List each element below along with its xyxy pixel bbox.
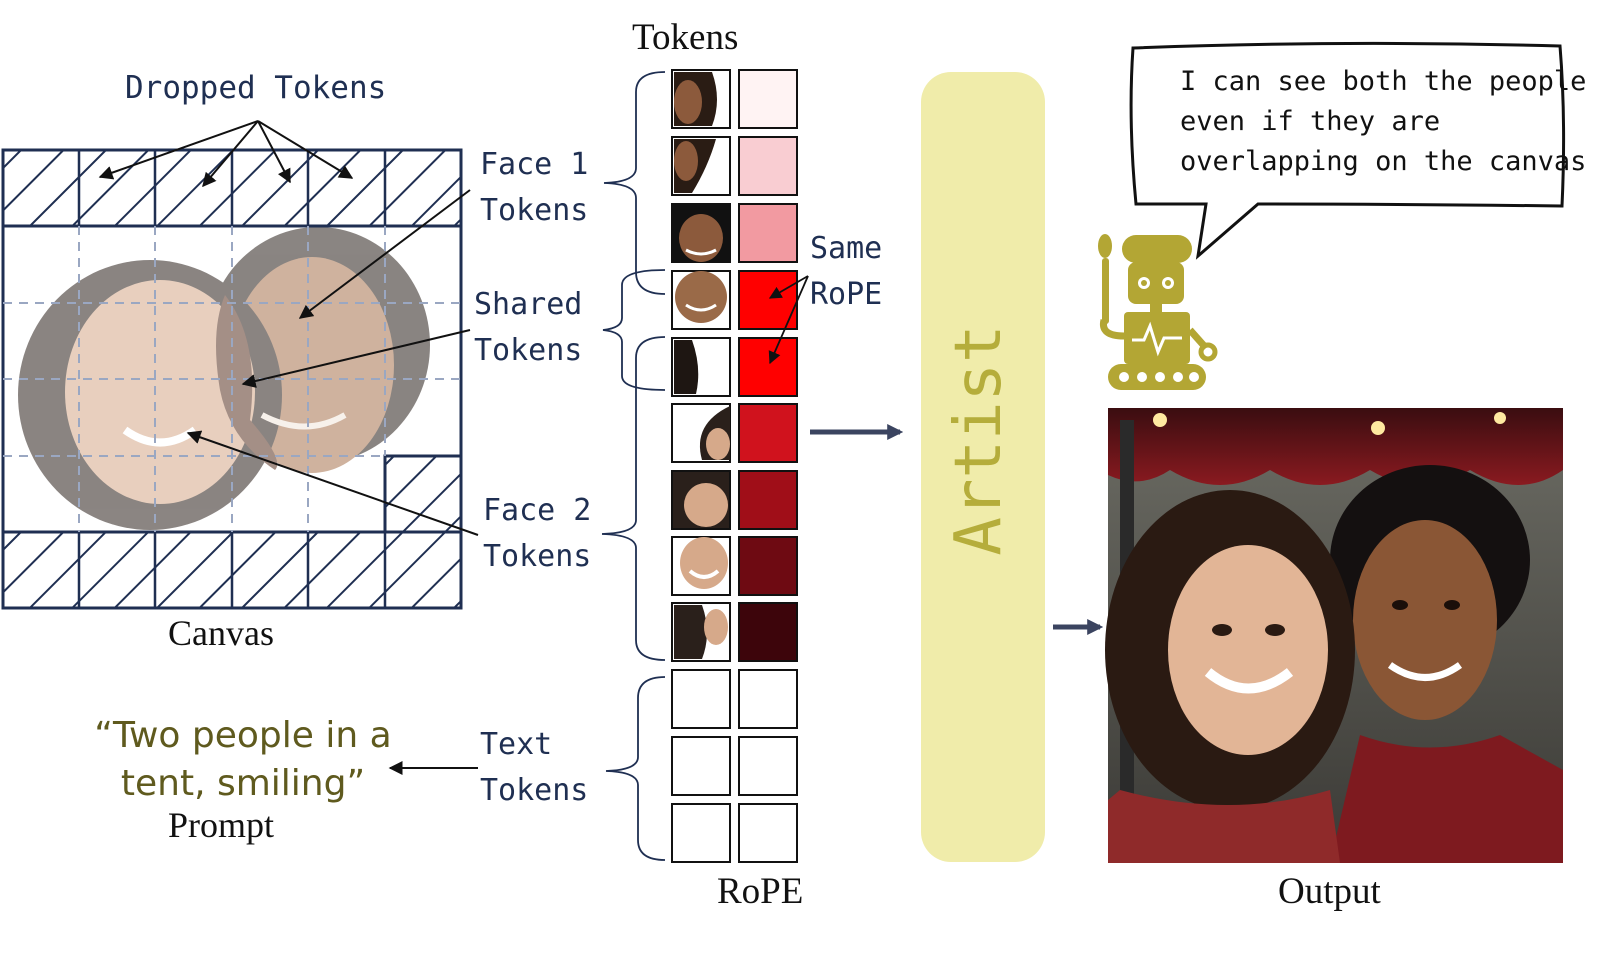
face1-line1: Face 1 [480,147,589,182]
face-token [671,536,731,596]
rope-token [738,136,798,196]
text-token [671,669,731,729]
rope-column [738,69,798,863]
shared-tokens-label: Shared Tokens [474,282,582,374]
face-token [671,69,731,129]
shared-line1: Shared [474,287,583,322]
dropped-arrows [98,120,354,188]
canvas-grid [1,148,463,610]
rope-token [738,470,798,530]
brace-shared [602,269,666,391]
rope-token [738,602,798,662]
bubble-line3: overlapping on the canvas [1180,146,1587,177]
group-braces [601,71,666,861]
tokens-header: Tokens [632,17,739,58]
face-token [671,136,731,196]
same-rope-label: Same RoPE [810,226,882,318]
label-arrows [186,189,479,775]
face2-line1: Face 2 [483,493,592,528]
prompt-line1: “Two people in a [94,715,392,756]
output-image [1105,408,1563,863]
text-tokens-label: Text Tokens [480,722,588,814]
output-caption: Output [1278,871,1381,912]
rope-token [738,337,798,397]
rope-token [738,69,798,129]
speech-bubble-text: I can see both the people even if they a… [1180,62,1586,182]
robot-icon [1098,234,1218,390]
face-token [671,403,731,463]
prompt-line2: tent, smiling” [120,763,366,804]
dropped-tokens-label: Dropped Tokens [125,70,387,106]
prompt-caption: Prompt [168,805,275,845]
face2-line2: Tokens [483,539,592,574]
same-rope-arrows [768,275,809,365]
speech-bubble [1129,41,1566,260]
text-token [671,736,731,796]
rope-caption: RoPE [717,871,804,912]
face-token [671,270,731,330]
face-token [671,602,731,662]
artist-label: Artist [942,324,1016,555]
same-line2: RoPE [810,277,883,312]
face-token [671,203,731,263]
rope-token [738,403,798,463]
rope-token [738,736,798,796]
artist-block [921,72,1045,862]
dropped-cell [383,454,463,534]
face2-tokens-label: Face 2 Tokens [483,488,591,580]
face-token [671,470,731,530]
shared-line2: Tokens [474,333,583,368]
rope-token [738,203,798,263]
rope-token [738,669,798,729]
text-token [671,803,731,863]
face-token-column [671,69,731,863]
text-line1: Text [480,727,553,762]
rope-token [738,536,798,596]
prompt-text: “Two people in a tent, smiling” [78,712,408,808]
rope-token [738,803,798,863]
face-token [671,337,731,397]
text-line2: Tokens [480,773,589,808]
bubble-line2: even if they are [1180,106,1441,137]
brace-face1 [603,71,666,295]
brace-face2 [601,336,666,661]
same-line1: Same [810,231,883,266]
face1-line2: Tokens [480,193,589,228]
bubble-line1: I can see both the people [1180,66,1587,97]
face1-tokens-label: Face 1 Tokens [480,142,588,234]
brace-text [605,676,666,861]
rope-token [738,270,798,330]
canvas-caption: Canvas [168,613,274,653]
